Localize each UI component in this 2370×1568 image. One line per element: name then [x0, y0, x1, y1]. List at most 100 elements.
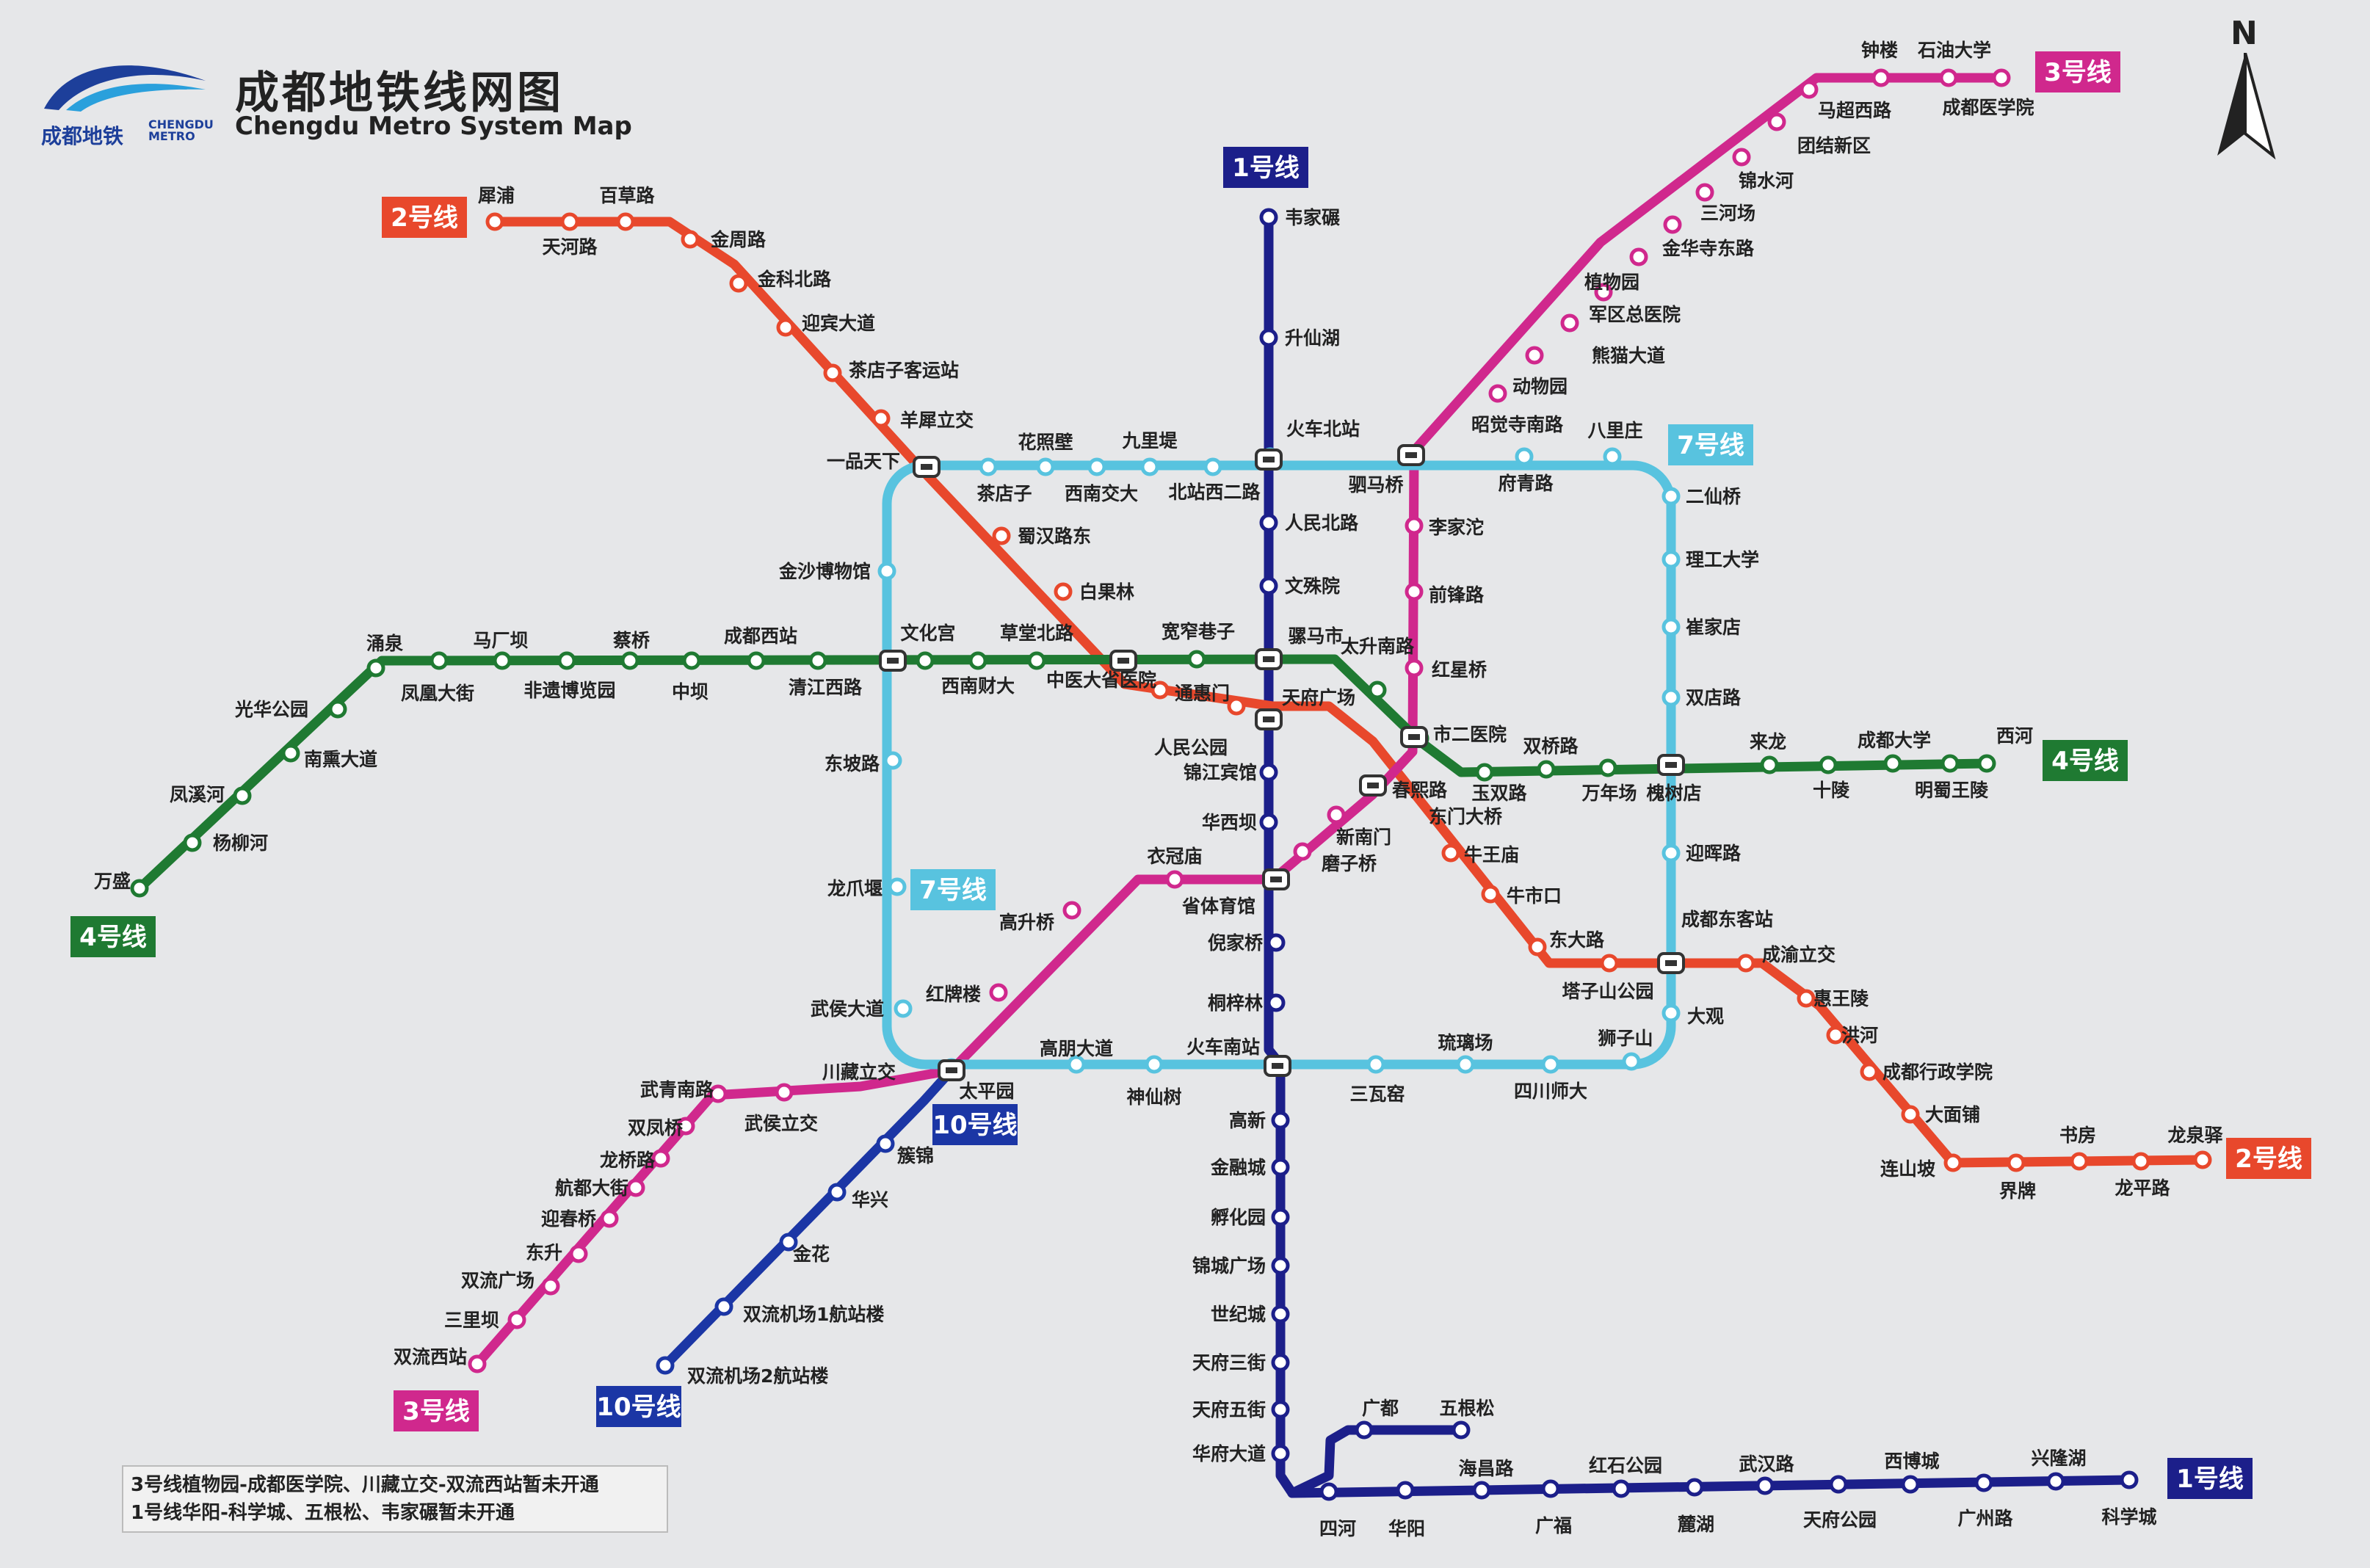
station-宽窄巷子[interactable] [1187, 650, 1206, 669]
station-金周路[interactable] [681, 230, 700, 249]
station-金融城[interactable] [1271, 1158, 1290, 1177]
station-广都[interactable] [1355, 1420, 1374, 1440]
station-光华公园[interactable] [328, 700, 347, 719]
station-龙平路[interactable] [2131, 1152, 2150, 1171]
station-韦家碾[interactable] [1259, 208, 1278, 227]
station-龙桥路[interactable] [651, 1149, 670, 1168]
station-万年场[interactable] [1598, 758, 1617, 777]
station-广州路[interactable] [1974, 1473, 1993, 1492]
station-成渝立交[interactable] [1736, 954, 1755, 973]
station-簇锦[interactable] [876, 1134, 895, 1153]
station-四川师大[interactable] [1541, 1055, 1560, 1074]
station-马超西路[interactable] [1800, 80, 1819, 99]
station-中坝[interactable] [682, 651, 701, 670]
station-海昌路[interactable] [1472, 1481, 1491, 1500]
interchange-火车南站[interactable] [1264, 1055, 1291, 1077]
station-琉璃场[interactable] [1456, 1055, 1475, 1074]
station-广福[interactable] [1541, 1479, 1560, 1498]
station-迎春桥[interactable] [600, 1209, 619, 1228]
station-双流西站[interactable] [468, 1354, 487, 1373]
station-金沙博物馆[interactable] [877, 562, 896, 581]
station-清江西路[interactable] [808, 651, 827, 670]
station-塔子山公园[interactable] [1600, 954, 1619, 973]
station-天府三街[interactable] [1271, 1353, 1290, 1372]
station-武侯立交[interactable] [775, 1083, 794, 1102]
interchange-太平园[interactable] [938, 1059, 965, 1081]
station-团结新区[interactable] [1767, 112, 1786, 131]
interchange-槐树店[interactable] [1657, 754, 1685, 776]
station-成都行政学院[interactable] [1860, 1062, 1879, 1081]
station-孵化园[interactable] [1271, 1208, 1290, 1227]
station-双流广场[interactable] [541, 1277, 560, 1296]
station-双店路[interactable] [1661, 688, 1681, 707]
station-四河[interactable] [1319, 1482, 1338, 1501]
station-麓湖[interactable] [1685, 1478, 1704, 1497]
station-华西坝[interactable] [1259, 813, 1278, 832]
interchange-文化宫[interactable] [879, 650, 907, 672]
station-红石公园[interactable] [1612, 1479, 1631, 1498]
station-狮子山[interactable] [1622, 1052, 1641, 1071]
station-武青南路[interactable] [709, 1084, 728, 1103]
station-犀浦[interactable] [485, 212, 504, 231]
station-高朋大道[interactable] [1067, 1055, 1086, 1074]
interchange-火车北站[interactable] [1255, 449, 1283, 471]
station-二仙桥[interactable] [1661, 487, 1681, 506]
station-十陵[interactable] [1819, 755, 1838, 774]
station-世纪城[interactable] [1271, 1304, 1290, 1324]
station-太升南路[interactable] [1368, 680, 1387, 700]
station-龙泉驿[interactable] [2193, 1150, 2212, 1169]
station-高新[interactable] [1271, 1111, 1290, 1130]
station-蜀汉路东[interactable] [992, 526, 1011, 545]
interchange-天府广场[interactable] [1255, 708, 1283, 730]
station-牛王庙[interactable] [1441, 843, 1460, 863]
station-文殊院[interactable] [1259, 576, 1278, 595]
interchange-春熙路[interactable] [1359, 774, 1387, 796]
station-武汉路[interactable] [1755, 1476, 1775, 1495]
station-成都西站[interactable] [747, 651, 766, 670]
station-东大路[interactable] [1528, 937, 1547, 957]
station-天府五街[interactable] [1271, 1400, 1290, 1419]
station-连山坡[interactable] [1943, 1153, 1963, 1172]
station-西南交大[interactable] [1087, 457, 1106, 476]
station-锦水河[interactable] [1732, 148, 1751, 167]
station-人民公园[interactable] [1227, 697, 1246, 716]
station-天府公园[interactable] [1829, 1475, 1848, 1494]
interchange-市二医院[interactable] [1400, 726, 1428, 748]
station-升仙湖[interactable] [1259, 328, 1278, 347]
station-九里堤[interactable] [1140, 457, 1159, 476]
interchange-成都东客站[interactable] [1657, 952, 1685, 974]
station-锦江宾馆[interactable] [1259, 763, 1278, 782]
station-钟楼[interactable] [1871, 68, 1891, 87]
station-蔡桥[interactable] [620, 651, 639, 670]
station-神仙树[interactable] [1145, 1055, 1164, 1074]
station-高升桥[interactable] [1062, 901, 1081, 920]
interchange-中医大省医院[interactable] [1109, 650, 1137, 672]
station-科学城[interactable] [2120, 1470, 2139, 1489]
station-凤凰大街[interactable] [430, 651, 449, 670]
station-草堂北路[interactable] [1027, 651, 1046, 670]
station-前锋路[interactable] [1405, 582, 1424, 601]
station-马厂坝[interactable] [493, 651, 512, 670]
station-衣冠庙[interactable] [1165, 870, 1184, 889]
station-武侯大道[interactable] [894, 999, 913, 1018]
station-洪河[interactable] [1826, 1026, 1845, 1045]
interchange-驷马桥[interactable] [1397, 444, 1425, 466]
station-牛市口[interactable] [1481, 885, 1500, 904]
station-涌泉[interactable] [366, 658, 385, 678]
station-杨柳河[interactable] [183, 833, 202, 852]
station-华阳[interactable] [1396, 1481, 1415, 1500]
station-锦城广场[interactable] [1271, 1256, 1290, 1275]
station-玉双路[interactable] [1475, 763, 1494, 782]
station-白果林[interactable] [1054, 582, 1073, 601]
station-双桥路[interactable] [1537, 760, 1556, 779]
station-西河[interactable] [1977, 754, 1996, 773]
station-惠王陵[interactable] [1797, 989, 1816, 1008]
station-花照壁[interactable] [1036, 457, 1055, 476]
station-兴隆湖[interactable] [2046, 1472, 2065, 1491]
station-羊犀立交[interactable] [871, 409, 891, 428]
station-石油大学[interactable] [1939, 68, 1958, 87]
station-昭觉寺南路[interactable] [1488, 384, 1507, 403]
station-理工大学[interactable] [1661, 550, 1681, 569]
station-人民北路[interactable] [1259, 513, 1278, 532]
interchange-骡马市[interactable] [1255, 648, 1283, 670]
